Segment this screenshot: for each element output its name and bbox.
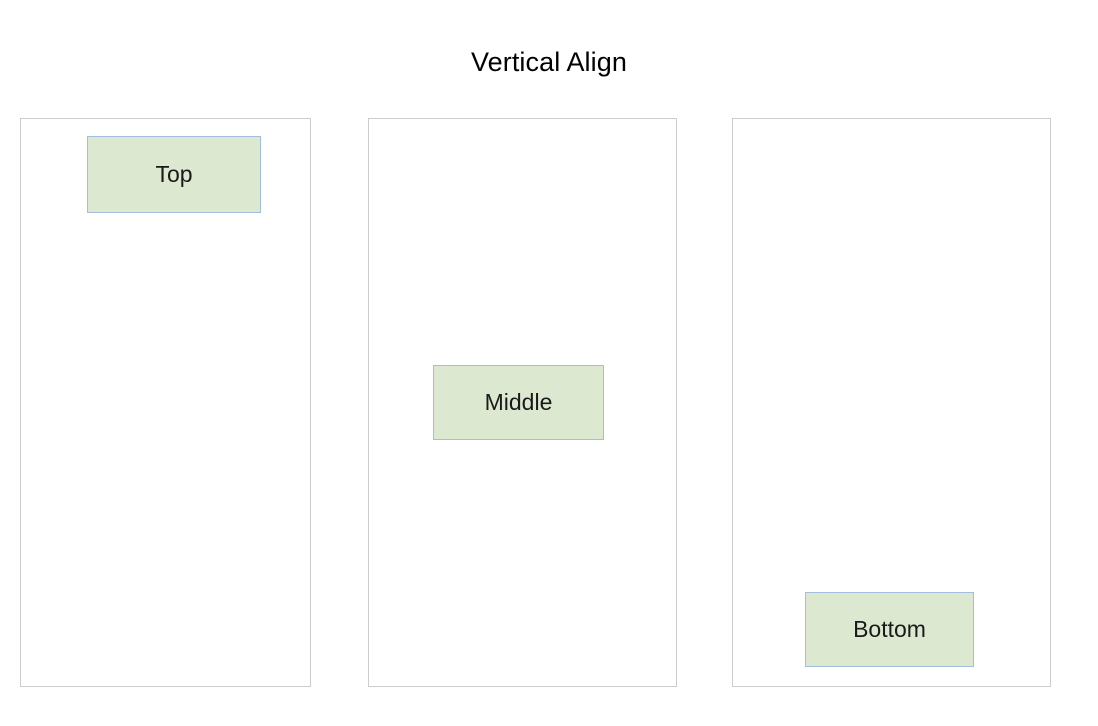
page-title: Vertical Align [471,47,627,77]
align-box-top-label: Top [155,161,193,187]
align-column-top: Top [20,118,311,687]
align-box-middle[interactable]: Middle [433,365,604,440]
align-box-bottom-label: Bottom [853,616,926,642]
align-column-middle: Middle [368,118,677,687]
align-box-middle-label: Middle [484,389,553,415]
align-column-bottom: Bottom [732,118,1051,687]
align-box-top[interactable]: Top [87,136,261,213]
align-box-bottom[interactable]: Bottom [805,592,974,667]
